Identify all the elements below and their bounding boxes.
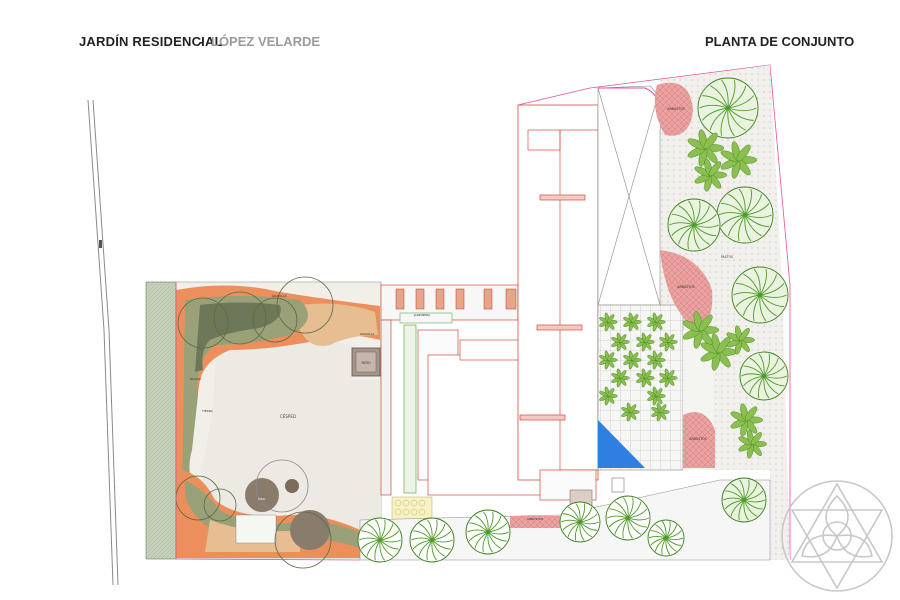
- label-olivar: OLIVAR: [190, 377, 201, 381]
- palm-symbol: [682, 311, 720, 349]
- trees-south-row: [357, 495, 685, 563]
- label-arbustos-walkway: ARBUSTOS: [527, 517, 543, 521]
- palm-symbol: [636, 368, 655, 388]
- arbustos-strip-south: [510, 516, 560, 528]
- tree-symbol: [731, 266, 789, 324]
- label-tierra: TIERRA: [201, 409, 214, 413]
- bed-dark-north: [195, 302, 281, 372]
- label-gravilla-2: GRAVILLA: [360, 332, 375, 336]
- shrubs-pink-north: [654, 82, 693, 136]
- tree-symbol: [559, 501, 601, 543]
- palm-symbol: [651, 402, 670, 422]
- shrubs-pink-south: [683, 412, 715, 468]
- label-arbustos-north: ARBUSTOS: [667, 107, 684, 111]
- palm-symbol: [659, 332, 678, 352]
- trees-east: [667, 77, 789, 523]
- palm-symbol: [647, 386, 666, 406]
- tree-symbol: [357, 517, 403, 563]
- round-bed-dark-1: [245, 478, 279, 512]
- palm-symbol: [687, 129, 725, 167]
- studio-logo: [781, 480, 893, 592]
- palm-symbol: [636, 332, 655, 352]
- label-arbustos-mid: ARBUSTOS: [677, 285, 694, 289]
- palm-symbol: [647, 312, 666, 332]
- palm-symbol: [694, 158, 728, 192]
- bed-beige-north: [300, 303, 378, 346]
- driveway: [597, 85, 662, 306]
- path-white-sw: [235, 514, 277, 544]
- palm-symbol: [599, 312, 618, 332]
- parking-boxes: [395, 288, 517, 310]
- shrubs-pink-mid: [660, 250, 713, 326]
- palm-symbol: [647, 350, 666, 370]
- tree-symbol: [465, 509, 511, 555]
- label-gravilla-1: GRAVILLA: [272, 294, 287, 298]
- palm-symbol: [611, 368, 630, 388]
- label-pastos: PASTOS: [721, 255, 733, 259]
- pool-triangle: [598, 420, 645, 468]
- label-patio: PATIO: [361, 361, 371, 365]
- palm-symbol: [623, 312, 642, 332]
- round-bed-light: [285, 479, 299, 493]
- label-piso: PISO: [258, 497, 266, 501]
- palm-symbol: [720, 141, 758, 179]
- round-bed-dark-2: [290, 510, 330, 550]
- sheet-title: PLANTA DE CONJUNTO: [705, 34, 855, 49]
- palms-courtyard: [599, 312, 678, 422]
- jardinera-strip: [399, 312, 453, 324]
- palm-symbol: [726, 325, 755, 355]
- label-cesped: CÉSPED: [280, 414, 296, 419]
- palm-symbol: [659, 368, 678, 388]
- palm-symbol: [700, 333, 738, 371]
- palm-symbol: [611, 332, 630, 352]
- title-separator: -: [199, 34, 204, 49]
- project-subtitle: LÓPEZ VELARDE: [211, 34, 321, 49]
- palm-symbol: [599, 386, 618, 406]
- street-lines: [87, 99, 119, 586]
- tree-symbol: [716, 186, 774, 244]
- label-jardinera: JARDINERA: [413, 313, 431, 317]
- palm-symbol: [730, 403, 764, 437]
- tree-symbol: [667, 198, 721, 252]
- tree-symbol: [409, 517, 455, 563]
- palm-symbol: [738, 429, 767, 459]
- tree-symbol: [697, 77, 759, 139]
- tree-symbol: [721, 477, 767, 523]
- palm-symbol: [599, 350, 618, 370]
- palm-symbol: [621, 402, 640, 422]
- tree-symbol: [647, 519, 685, 557]
- grass-strip-west: [145, 281, 177, 560]
- tree-symbol: [605, 495, 651, 541]
- tree-symbol: [739, 351, 789, 401]
- project-title: JARDÍN RESIDENCIAL: [79, 34, 223, 49]
- palm-symbol: [623, 350, 642, 370]
- label-arbustos-south: ARBUSTOS: [689, 437, 706, 441]
